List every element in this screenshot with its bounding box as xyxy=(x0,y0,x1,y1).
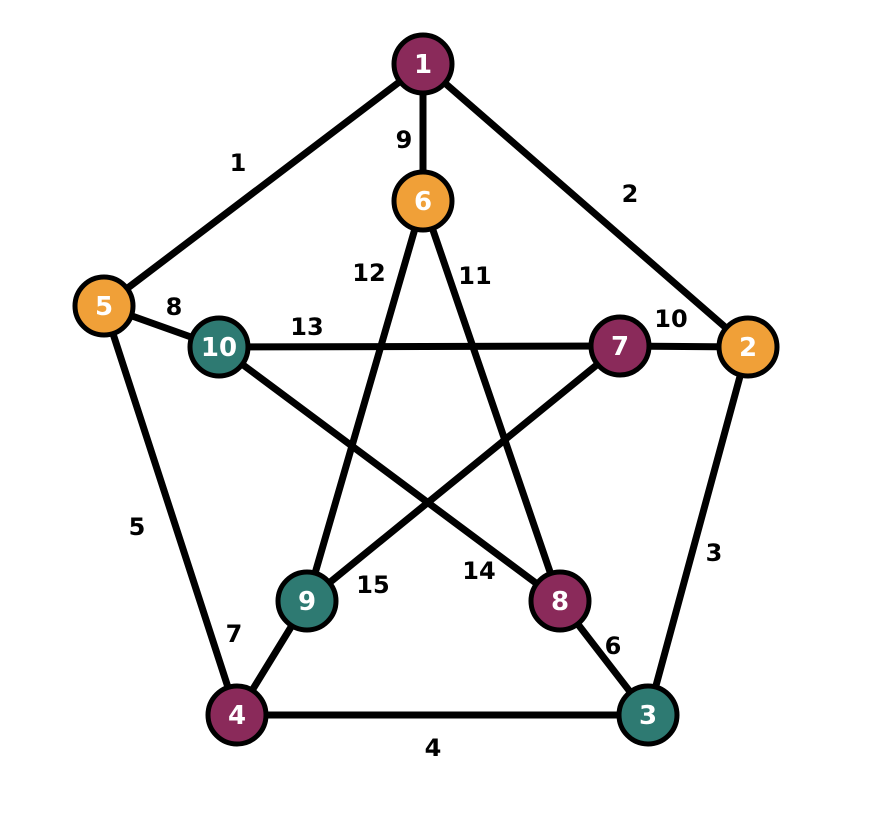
node-10: 10 xyxy=(187,315,251,379)
node-circle-2 xyxy=(716,315,780,379)
node-label-2: 2 xyxy=(739,333,757,363)
node-circle-5 xyxy=(72,274,136,338)
edge-label-15: 15 xyxy=(356,571,389,599)
edge-label-13: 13 xyxy=(290,313,323,341)
node-8: 8 xyxy=(528,569,592,633)
node-4: 4 xyxy=(205,683,269,747)
edge-6-9 xyxy=(303,197,427,605)
node-circle-4 xyxy=(205,683,269,747)
node-1: 1 xyxy=(391,32,455,96)
node-5: 5 xyxy=(72,274,136,338)
edge-10-7 xyxy=(215,342,624,351)
edge-2-3 xyxy=(644,343,752,719)
node-label-10: 10 xyxy=(201,333,237,363)
node-circle-9 xyxy=(275,569,339,633)
node-circle-10 xyxy=(187,315,251,379)
edge-4-5 xyxy=(100,302,241,719)
node-label-9: 9 xyxy=(298,587,316,617)
edge-label-9: 9 xyxy=(396,126,413,154)
edge-label-6: 6 xyxy=(605,632,622,660)
edge-label-11: 11 xyxy=(458,262,491,290)
node-circle-3 xyxy=(616,683,680,747)
edge-label-7: 7 xyxy=(226,620,243,648)
node-circle-7 xyxy=(588,314,652,378)
edge-label-12: 12 xyxy=(352,259,385,287)
edge-9-7 xyxy=(303,342,624,605)
edge-label-14: 14 xyxy=(462,557,495,585)
edge-label-1: 1 xyxy=(230,149,247,177)
edge-1-5 xyxy=(100,60,427,310)
edge-label-2: 2 xyxy=(622,180,639,208)
edge-label-8: 8 xyxy=(166,293,183,321)
edge-10-8 xyxy=(215,343,564,605)
node-9: 9 xyxy=(275,569,339,633)
node-label-8: 8 xyxy=(551,587,569,617)
edge-label-10: 10 xyxy=(654,305,687,333)
node-label-6: 6 xyxy=(414,187,432,217)
edge-label-4: 4 xyxy=(425,734,442,762)
node-3: 3 xyxy=(616,683,680,747)
node-6: 6 xyxy=(391,169,455,233)
node-circle-8 xyxy=(528,569,592,633)
edge-label-5: 5 xyxy=(129,513,146,541)
edge-label-3: 3 xyxy=(706,539,723,567)
edges-layer xyxy=(100,60,752,719)
node-label-3: 3 xyxy=(639,701,657,731)
edge-1-2 xyxy=(419,60,752,351)
node-label-7: 7 xyxy=(611,332,629,362)
node-label-5: 5 xyxy=(95,292,113,322)
node-label-1: 1 xyxy=(414,50,432,80)
node-2: 2 xyxy=(716,315,780,379)
node-label-4: 4 xyxy=(228,701,246,731)
node-circle-6 xyxy=(391,169,455,233)
node-7: 7 xyxy=(588,314,652,378)
edge-6-8 xyxy=(419,197,564,605)
node-circle-1 xyxy=(391,32,455,96)
